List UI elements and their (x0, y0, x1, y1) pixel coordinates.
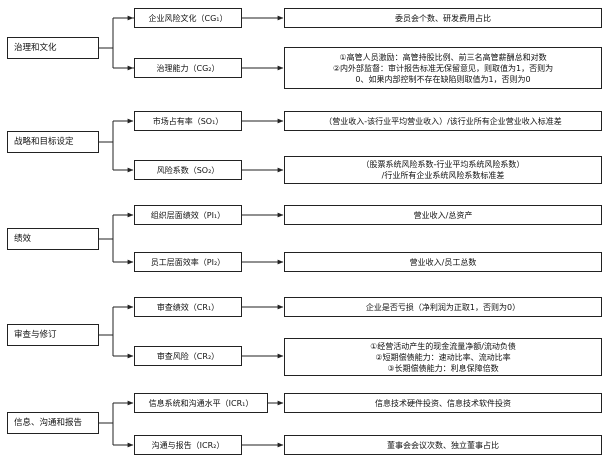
item-label: 沟通与报告（ICR₂） (151, 440, 225, 450)
desc-governance-capability: ①高管人员激励：高管持股比例、前三名高管薪酬总和对数 ②内外部监督：审计报告标准… (284, 47, 602, 89)
root-governance-culture: 治理和文化 (7, 37, 99, 59)
item-employee-efficiency: 员工层面效率（PI₂） (134, 252, 242, 272)
desc-line: ①经营活动产生的现金流量净额/流动负债 (370, 341, 516, 351)
desc-line: 营业收入/员工总数 (409, 257, 477, 267)
desc-info-system: 信息技术硬件投资、信息技术软件投资 (284, 393, 602, 413)
desc-line: 营业收入/总资产 (413, 210, 473, 220)
desc-communication-report: 董事会会议次数、独立董事占比 (284, 435, 602, 455)
desc-line: 0、如果内部控制不存在缺陷则取值为1，否则为0 (355, 74, 531, 84)
item-risk-culture: 企业风险文化（CG₁） (134, 8, 242, 28)
desc-line: ③长期偿债能力：利息保障倍数 (387, 363, 499, 373)
desc-line: ②内外部监督：审计报告标准无保留意见，则取值为1，否则为 (332, 63, 554, 73)
desc-review-performance: 企业是否亏损（净利润为正取1，否则为0） (284, 297, 602, 317)
item-label: 信息系统和沟通水平（ICR₁） (148, 398, 254, 408)
item-info-system: 信息系统和沟通水平（ICR₁） (134, 393, 268, 413)
desc-line: 董事会会议次数、独立董事占比 (387, 440, 499, 450)
desc-line: （营业收入-该行业平均营业收入）/该行业所有企业营业收入标准差 (324, 116, 562, 126)
desc-review-risk: ①经营活动产生的现金流量净额/流动负债 ②短期偿债能力：速动比率、流动比率 ③长… (284, 338, 602, 376)
item-governance-capability: 治理能力（CG₂） (134, 58, 242, 78)
desc-risk-culture: 委员会个数、研发费用占比 (284, 8, 602, 28)
desc-market-share: （营业收入-该行业平均营业收入）/该行业所有企业营业收入标准差 (284, 111, 602, 131)
desc-org-performance: 营业收入/总资产 (284, 205, 602, 225)
root-strategy-objectives: 战略和目标设定 (7, 131, 99, 153)
desc-line: ①高管人员激励：高管持股比例、前三名高管薪酬总和对数 (339, 52, 547, 62)
desc-line: 信息技术硬件投资、信息技术软件投资 (375, 398, 511, 408)
root-performance: 绩效 (7, 228, 99, 250)
desc-risk-coefficient: （股票系统风险系数-行业平均系统风险系数） /行业所有企业系统风险系数标准差 (284, 156, 602, 184)
desc-line: /行业所有企业系统风险系数标准差 (381, 171, 505, 180)
root-review-revision: 审查与修订 (7, 324, 99, 346)
item-risk-coefficient: 风险系数（SO₂） (134, 160, 242, 180)
item-review-risk: 审查风险（CR₂） (134, 346, 242, 366)
root-label: 绩效 (14, 233, 32, 244)
desc-line: 企业是否亏损（净利润为正取1，否则为0） (365, 302, 521, 312)
root-label: 治理和文化 (14, 42, 57, 53)
root-info-communication: 信息、沟通和报告 (7, 412, 99, 434)
desc-line: 委员会个数、研发费用占比 (395, 13, 491, 23)
item-label: 审查绩效（CR₁） (156, 302, 220, 312)
root-label: 信息、沟通和报告 (14, 417, 83, 428)
desc-line: （股票系统风险系数-行业平均系统风险系数） (361, 160, 525, 169)
item-label: 风险系数（SO₂） (156, 165, 220, 175)
root-label: 审查与修订 (14, 329, 57, 340)
item-label: 员工层面效率（PI₂） (150, 257, 226, 267)
desc-line: ②短期偿债能力：速动比率、流动比率 (375, 352, 511, 362)
desc-employee-efficiency: 营业收入/员工总数 (284, 252, 602, 272)
item-label: 治理能力（CG₂） (156, 63, 220, 73)
item-label: 企业风险文化（CG₁） (148, 13, 228, 23)
item-communication-report: 沟通与报告（ICR₂） (134, 435, 242, 455)
root-label: 战略和目标设定 (14, 136, 74, 147)
item-market-share: 市场占有率（SO₁） (134, 111, 242, 131)
item-review-performance: 审查绩效（CR₁） (134, 297, 242, 317)
item-label: 审查风险（CR₂） (156, 351, 220, 361)
item-label: 市场占有率（SO₁） (152, 116, 224, 126)
item-org-performance: 组织层面绩效（PI₁） (134, 205, 242, 225)
item-label: 组织层面绩效（PI₁） (150, 210, 226, 220)
